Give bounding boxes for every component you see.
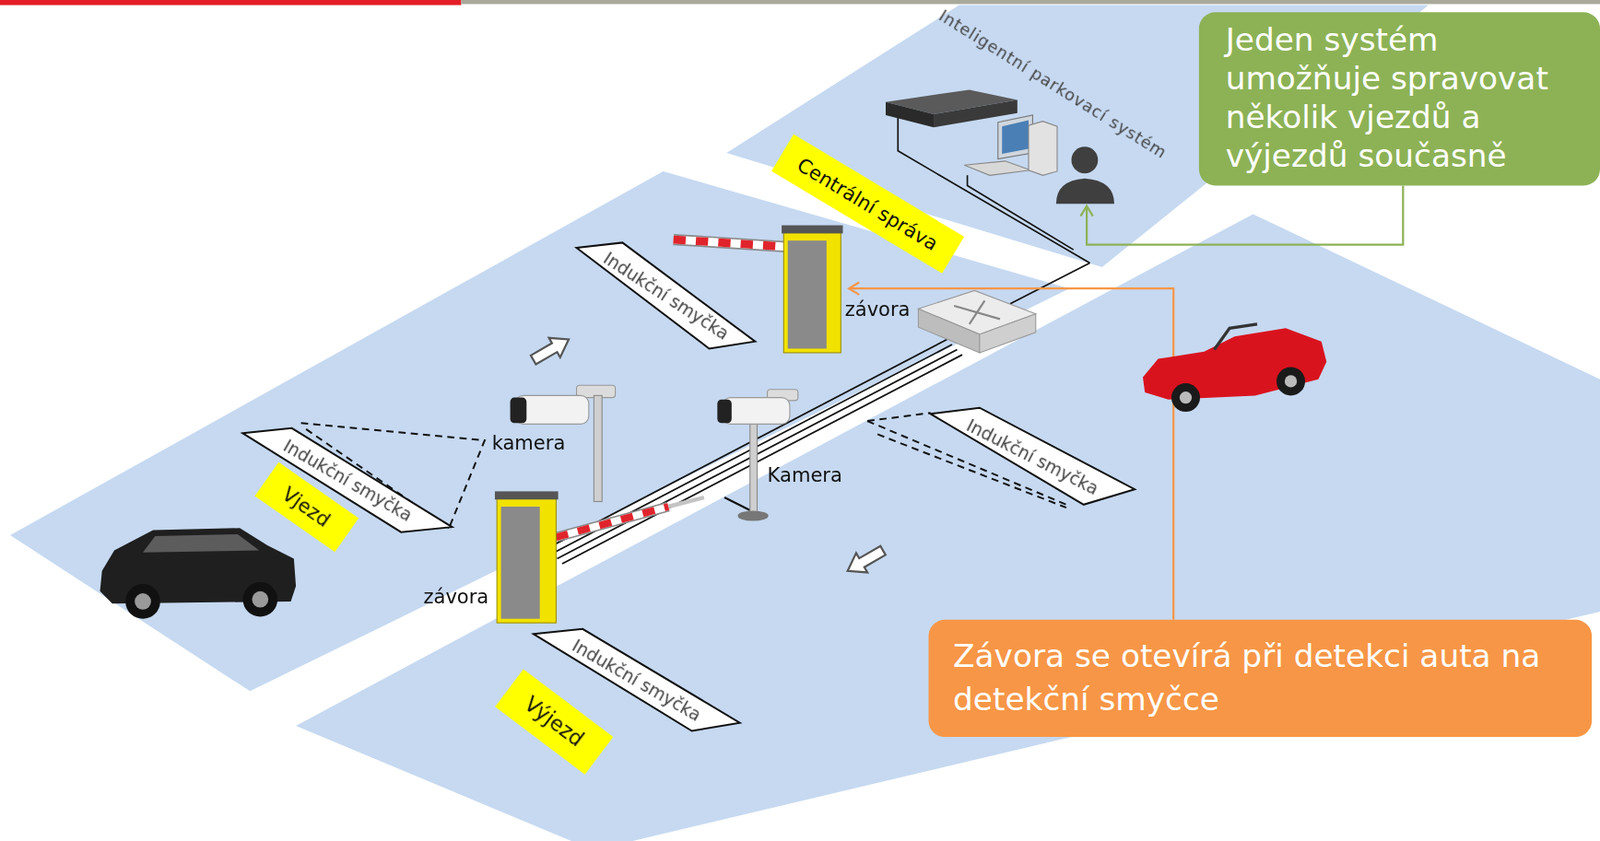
network-wire	[546, 340, 947, 550]
car-wheel	[1276, 366, 1306, 396]
car-rim	[1284, 375, 1297, 388]
camera-lens	[717, 400, 731, 424]
camera-pole	[750, 418, 758, 516]
suv-rim	[251, 591, 269, 609]
suv-rim	[134, 593, 152, 611]
loop-text: Indukční smyčka	[599, 247, 732, 344]
direction-arrow	[842, 541, 890, 581]
barrier-post	[496, 496, 556, 624]
camera-pole	[593, 395, 602, 502]
barrier-post-face	[788, 240, 827, 349]
part-label: kamera	[492, 431, 566, 454]
header-bar-gray	[460, 0, 1600, 4]
barrier-post-cap	[781, 225, 843, 235]
detection-zone	[867, 412, 931, 422]
callout-text: Jeden systém umožňuje spravovat několik …	[1225, 20, 1578, 176]
part-label: závora	[423, 585, 489, 608]
callout-text: Závora se otevírá při detekci auta na de…	[952, 634, 1572, 722]
person-body	[1056, 178, 1115, 205]
network-wire	[967, 175, 1074, 250]
barrier-post	[783, 230, 841, 353]
pc-monitor	[998, 115, 1034, 160]
pc-tower	[1028, 121, 1058, 177]
note-callout: Jeden systém umožňuje spravovat několik …	[1199, 11, 1600, 186]
direction-arrow	[528, 329, 576, 370]
part-label: závora	[845, 297, 911, 320]
suv-wheel	[125, 584, 161, 620]
server-front	[885, 102, 934, 129]
barrier-arm	[555, 506, 669, 538]
barrier-post-cap	[494, 491, 559, 500]
loop-shape	[930, 408, 1135, 506]
barrier-post-face	[501, 506, 541, 620]
camera-body	[722, 398, 790, 425]
person-head	[1070, 146, 1098, 174]
callout-arrowhead	[848, 282, 859, 295]
barrier-arm-end	[668, 497, 705, 507]
camera-cable	[724, 497, 752, 511]
camera-lens	[510, 398, 528, 424]
network-wire	[1010, 263, 1090, 305]
switch-symbol	[969, 300, 986, 324]
switch-front	[917, 308, 979, 353]
network-wire	[556, 350, 957, 560]
barrier-arm	[673, 239, 787, 248]
barrier-arm	[555, 506, 669, 538]
camera-base	[737, 510, 768, 521]
network-wire	[552, 344, 953, 554]
part-label: Kamera	[767, 464, 843, 487]
suv-wheel	[242, 582, 278, 618]
network-wire	[562, 354, 963, 565]
callout-arrowhead	[1080, 206, 1093, 217]
suv-window	[142, 534, 259, 553]
loop-text: Indukční smyčka	[568, 635, 705, 726]
loop-text: Indukční smyčka	[963, 414, 1102, 499]
car-windshield	[1213, 324, 1257, 351]
callout-leader	[1086, 185, 1403, 245]
barrier-arm	[673, 239, 787, 248]
induction-loop: Indukční smyčka	[930, 408, 1135, 506]
switch-side	[979, 314, 1036, 353]
barrier-arm	[555, 506, 669, 538]
car-wheel	[1171, 383, 1200, 412]
car-body	[1142, 328, 1327, 400]
note-callout: Závora se otevírá při detekci auta na de…	[928, 620, 1592, 738]
exit-plane	[295, 213, 1600, 841]
header-bar-red	[0, 0, 461, 6]
loop-shape	[576, 242, 756, 349]
induction-loop: Indukční smyčka	[576, 242, 756, 349]
barrier-arm	[673, 239, 787, 248]
car-rim	[1179, 391, 1192, 404]
callout-leader	[850, 288, 1174, 621]
pc-keyboard	[964, 161, 1031, 176]
pc-screen	[1001, 120, 1029, 155]
